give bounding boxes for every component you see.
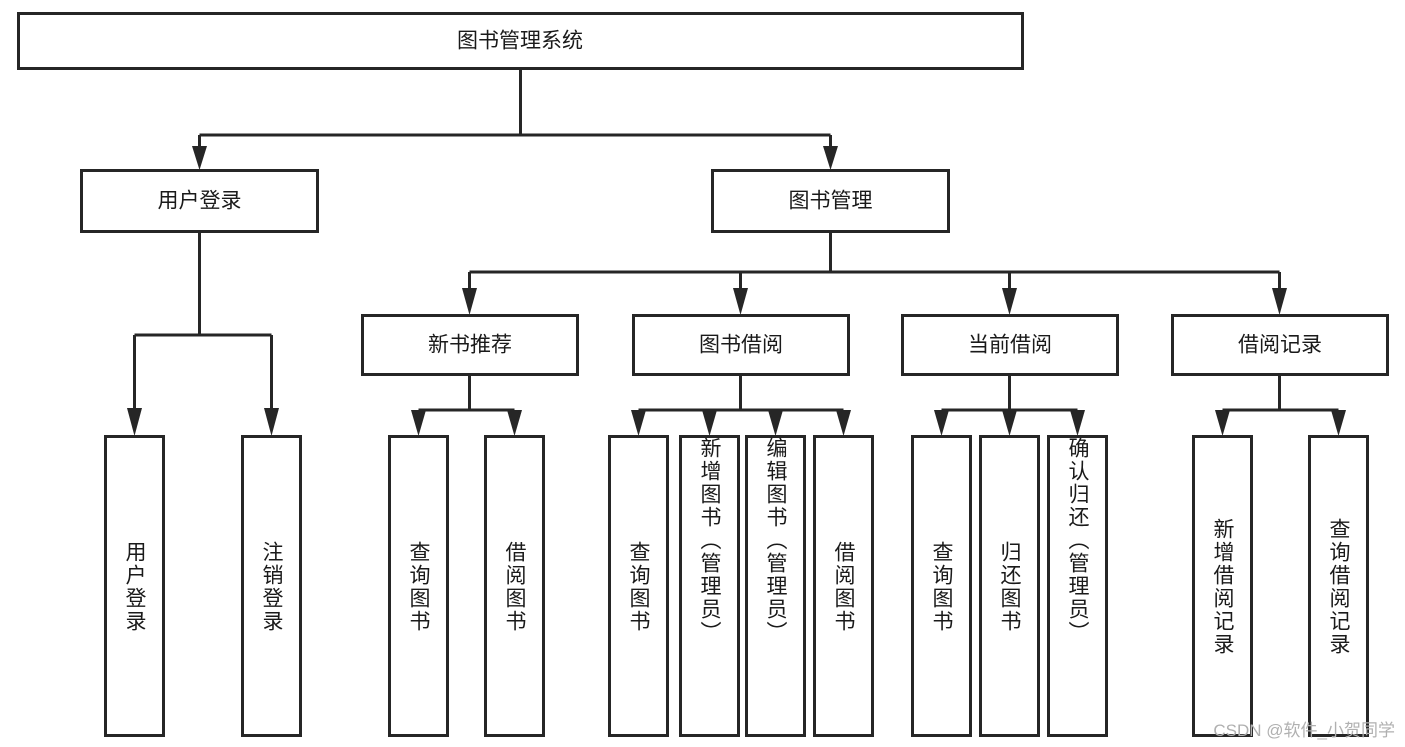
arrow-leaf-borrow-book-1 bbox=[507, 410, 522, 436]
node-book-borrow-label: 图书借阅 bbox=[699, 334, 783, 357]
leaf-edit-book-box[interactable] bbox=[745, 435, 806, 737]
arrow-leaf-query-record bbox=[1331, 410, 1346, 436]
arrow-leaf-query-book-3 bbox=[934, 410, 949, 436]
arrow-current-borrow bbox=[1002, 288, 1017, 315]
node-new-book-rec[interactable]: 新书推荐 bbox=[361, 314, 579, 376]
arrow-leaf-return-book bbox=[1002, 410, 1017, 436]
node-current-borrow[interactable]: 当前借阅 bbox=[901, 314, 1119, 376]
arrow-book-borrow bbox=[733, 288, 748, 315]
node-root-box[interactable] bbox=[17, 12, 1024, 70]
leaf-return-book-box[interactable] bbox=[979, 435, 1040, 737]
arrow-leaf-user-login bbox=[127, 408, 142, 436]
arrow-user-login bbox=[192, 146, 207, 170]
leaf-query-book-3-box[interactable] bbox=[911, 435, 972, 737]
leaf-user-login-box[interactable] bbox=[104, 435, 165, 737]
arrow-leaf-add-book bbox=[702, 410, 717, 436]
watermark: CSDN @软件_小贺同学 bbox=[1213, 721, 1395, 740]
leaf-user-logout-box[interactable] bbox=[241, 435, 302, 737]
arrow-new-book-rec bbox=[462, 288, 477, 315]
leaf-query-book-1-box[interactable] bbox=[388, 435, 449, 737]
leaf-confirm-return-box[interactable] bbox=[1047, 435, 1108, 737]
node-root-label: 图书管理系统 bbox=[457, 30, 583, 53]
arrow-leaf-borrow-book-2 bbox=[836, 410, 851, 436]
arrow-borrow-record bbox=[1272, 288, 1287, 315]
leaf-borrow-book-2-box[interactable] bbox=[813, 435, 874, 737]
arrow-leaf-edit-book bbox=[768, 410, 783, 436]
connectors bbox=[127, 68, 1346, 436]
leaf-add-record-box[interactable] bbox=[1192, 435, 1253, 737]
leaf-borrow-book-1-box[interactable] bbox=[484, 435, 545, 737]
node-book-borrow-box[interactable] bbox=[632, 314, 850, 376]
leaf-query-record-box[interactable] bbox=[1308, 435, 1369, 737]
leaf-add-book-box[interactable] bbox=[679, 435, 740, 737]
arrow-leaf-query-book-1 bbox=[411, 410, 426, 436]
arrow-leaf-user-logout bbox=[264, 408, 279, 436]
node-user-login[interactable]: 用户登录 bbox=[80, 169, 319, 233]
node-current-borrow-label: 当前借阅 bbox=[968, 334, 1052, 357]
node-borrow-record-label: 借阅记录 bbox=[1238, 334, 1322, 357]
arrow-leaf-query-book-2 bbox=[631, 410, 646, 436]
arrow-leaf-confirm-return bbox=[1070, 410, 1085, 436]
node-book-borrow[interactable]: 图书借阅 bbox=[632, 314, 850, 376]
arrow-leaf-add-record bbox=[1215, 410, 1230, 436]
leaf-query-book-2-box[interactable] bbox=[608, 435, 669, 737]
leaf-boxes bbox=[104, 435, 1369, 737]
node-new-book-rec-box[interactable] bbox=[361, 314, 579, 376]
node-root[interactable]: 图书管理系统 bbox=[17, 12, 1024, 70]
node-user-login-label: 用户登录 bbox=[158, 190, 242, 213]
node-user-login-box[interactable] bbox=[80, 169, 319, 233]
node-new-book-rec-label: 新书推荐 bbox=[428, 334, 512, 357]
node-book-manage-box[interactable] bbox=[711, 169, 950, 233]
node-current-borrow-box[interactable] bbox=[901, 314, 1119, 376]
node-book-manage-label: 图书管理 bbox=[789, 190, 873, 213]
node-book-manage[interactable]: 图书管理 bbox=[711, 169, 950, 233]
arrow-book-manage bbox=[823, 146, 838, 170]
node-borrow-record-box[interactable] bbox=[1171, 314, 1389, 376]
node-borrow-record[interactable]: 借阅记录 bbox=[1171, 314, 1389, 376]
